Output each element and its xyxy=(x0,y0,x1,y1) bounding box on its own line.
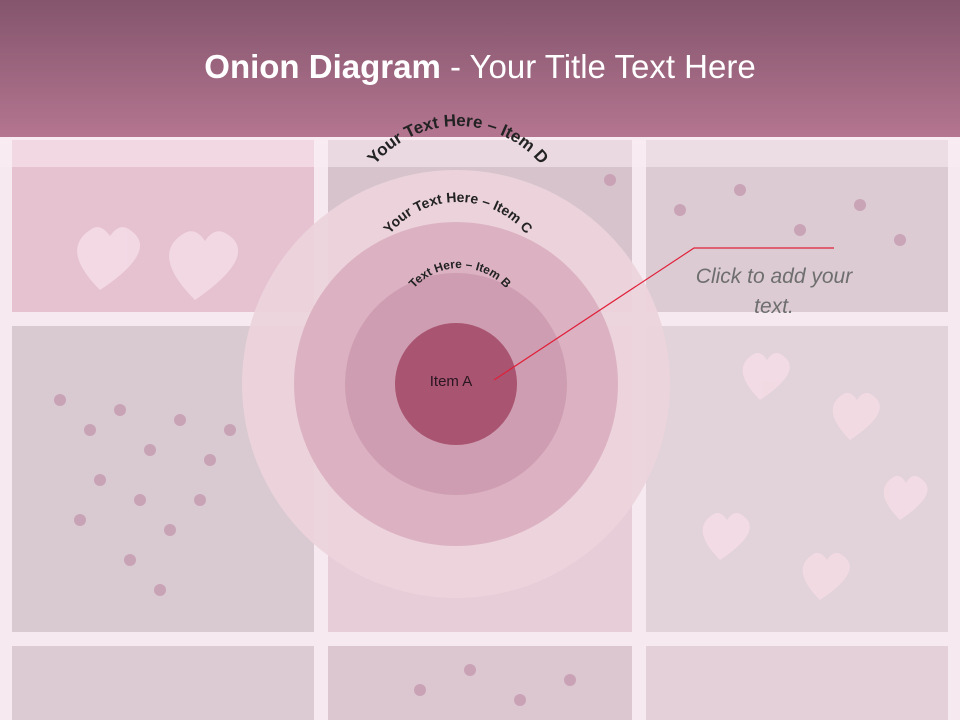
slide-title-bold: Onion Diagram xyxy=(204,48,441,85)
core-item-a-label: Item A xyxy=(430,373,473,390)
title-bar xyxy=(0,0,960,137)
title-bar-overlay xyxy=(0,137,960,167)
slide-title[interactable]: Onion Diagram - Your Title Text Here xyxy=(0,48,960,86)
callout-line xyxy=(493,247,834,381)
decorative-sprinkles xyxy=(54,174,906,706)
slide-title-rest: - Your Title Text Here xyxy=(440,48,756,85)
callout-text[interactable]: Click to add your text. xyxy=(695,265,853,318)
ring-item-d-label: Your Text Here – Item D xyxy=(364,111,553,168)
core-item-a[interactable] xyxy=(395,323,517,445)
decorative-heart-shapes xyxy=(77,227,928,600)
